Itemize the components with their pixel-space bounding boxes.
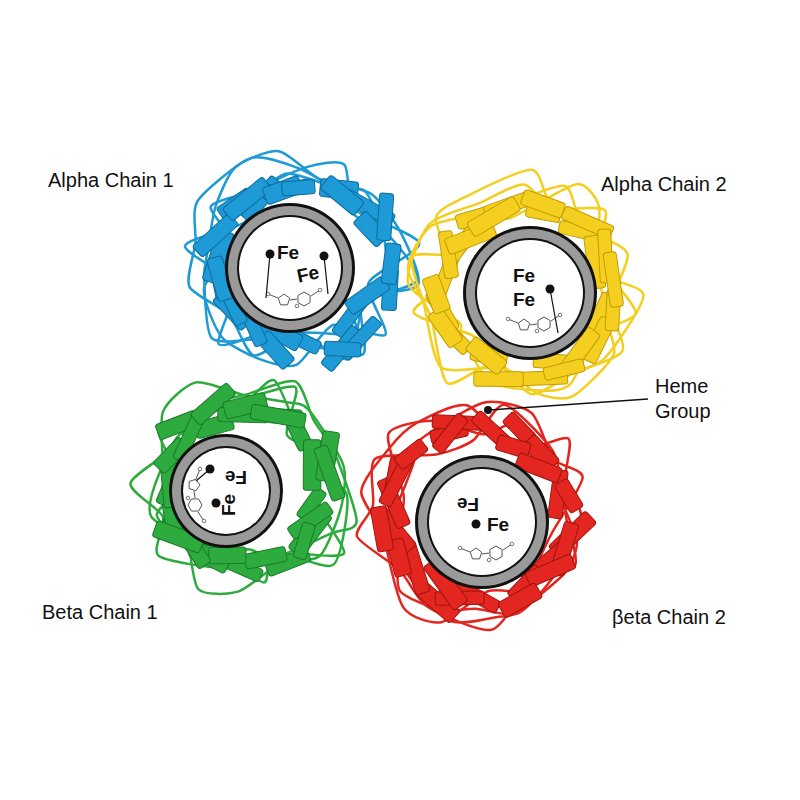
chain-label: βeta Chain 2	[612, 605, 726, 630]
heme-label: Heme Group	[655, 374, 735, 424]
coil-loop	[130, 381, 356, 568]
helix-ribbon	[293, 522, 316, 561]
chain-label: Alpha Chain 2	[601, 172, 727, 197]
helix-ribbon	[432, 412, 469, 454]
coil-loop	[411, 184, 623, 377]
coil-loop	[185, 162, 418, 359]
protein-chain	[185, 151, 419, 372]
helix-ribbon	[394, 438, 429, 470]
coil-loop	[204, 173, 419, 366]
protein-chain	[408, 170, 644, 399]
helix-ribbon	[497, 582, 543, 618]
helix-ribbon	[244, 546, 288, 569]
iron-label: Fe	[225, 468, 247, 487]
leader-line	[490, 399, 648, 410]
helix-ribbon	[543, 358, 586, 380]
coil-loop	[204, 151, 419, 355]
iron-dot	[472, 520, 481, 529]
iron-label: Fe	[277, 243, 299, 262]
coil-loop	[388, 421, 577, 623]
porphyrin-sketch	[506, 313, 562, 333]
protein-chain	[357, 402, 597, 630]
bond-line	[550, 289, 558, 333]
heme-ring: FeFe	[168, 433, 284, 549]
iron-label: Fe	[513, 266, 535, 285]
bond-line	[266, 254, 270, 298]
helix-ribbon	[281, 179, 315, 195]
iron-label: Fe	[487, 515, 509, 534]
chain-label: Alpha Chain 1	[48, 168, 174, 193]
helix-ribbon	[603, 251, 624, 307]
helix-ribbon	[427, 307, 463, 349]
coil-loop	[384, 402, 583, 623]
porphyrin-sketch	[458, 542, 514, 562]
heme-ring: FeFe	[224, 202, 356, 334]
helix-ribbon	[554, 478, 584, 514]
helix-ribbon	[422, 274, 451, 315]
helix-ribbon	[370, 505, 394, 552]
helix-ribbon	[381, 243, 401, 285]
bond-line	[324, 256, 328, 294]
iron-dot	[206, 465, 215, 474]
heme-ring: FeFe	[414, 454, 550, 590]
iron-dot	[266, 250, 275, 259]
porphyrin-sketch	[266, 288, 322, 308]
protein-chain	[130, 380, 356, 594]
coil-loop	[408, 185, 636, 391]
helix-ribbon	[209, 547, 246, 564]
helix-ribbon	[377, 193, 394, 241]
iron-dot	[320, 252, 329, 261]
helix-ribbon	[324, 341, 361, 357]
chain-label: Beta Chain 1	[42, 600, 158, 625]
iron-label: Fe	[457, 495, 479, 514]
heme-ring-shape	[414, 454, 550, 590]
iron-label: Fe	[219, 494, 238, 516]
iron-label: Fe	[295, 262, 321, 285]
heme-ring-shape	[224, 202, 356, 334]
helix-ribbon	[520, 189, 566, 218]
helix-ribbon	[250, 404, 307, 428]
coil-loop	[357, 405, 576, 630]
iron-dot	[546, 285, 555, 294]
helix-ribbon	[313, 444, 345, 501]
iron-label: Fe	[513, 290, 535, 309]
coil-loop	[150, 380, 348, 583]
heme-ring: FeFe	[462, 225, 598, 361]
helix-ribbon	[320, 175, 365, 216]
heme-ring-shape	[168, 433, 284, 549]
leader-dot	[484, 406, 492, 414]
